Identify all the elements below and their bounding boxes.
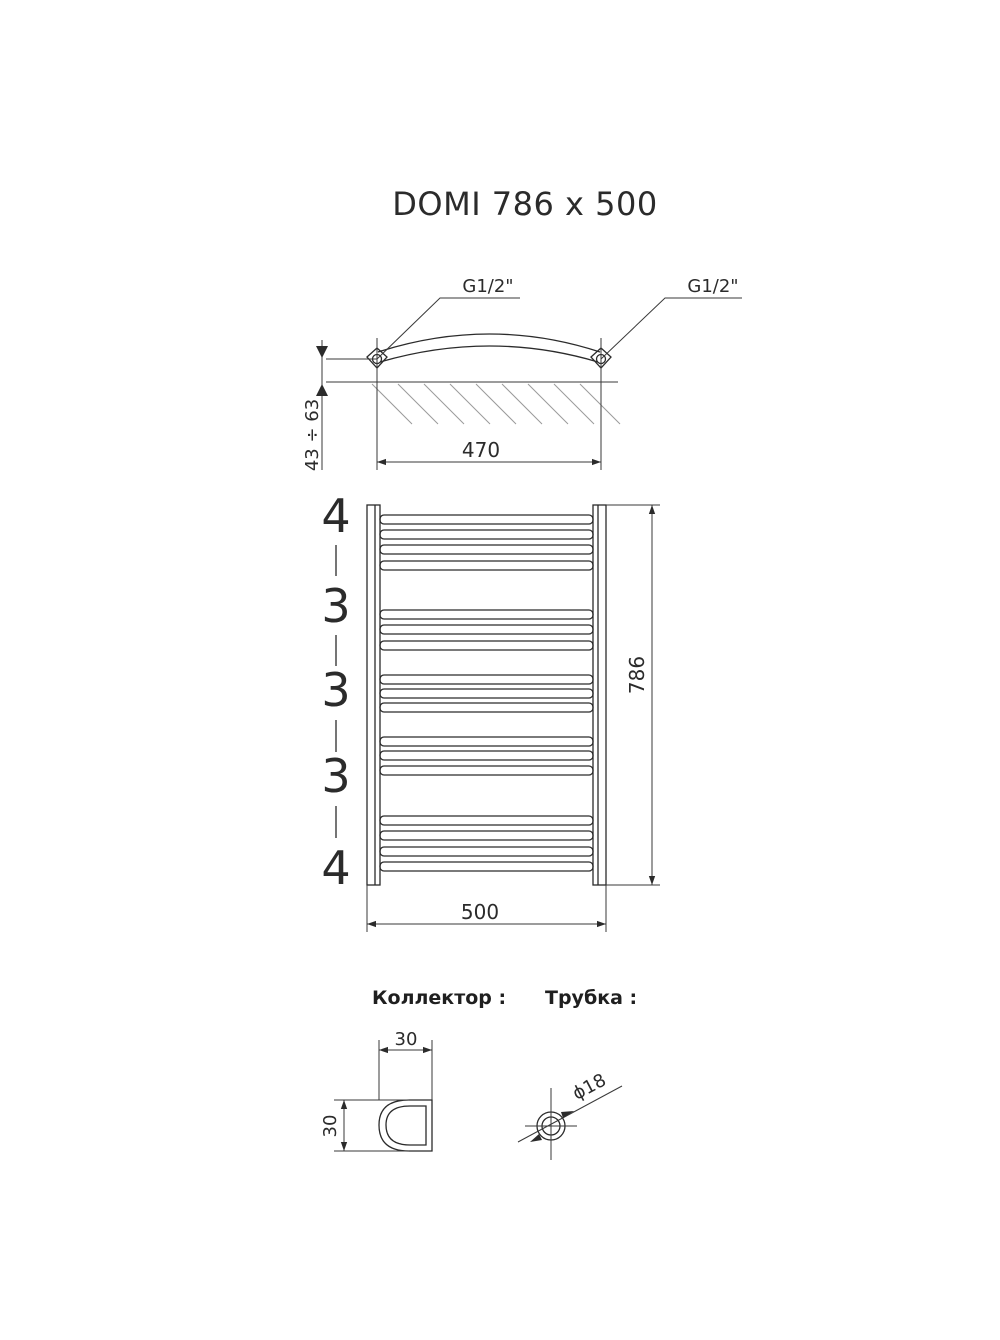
tube-label: Трубка :	[545, 987, 637, 1009]
collector-width-label: 30	[395, 1029, 418, 1050]
front-view: 4 3 3 3 4 786 500	[321, 489, 660, 932]
axis-distance-label: 470	[462, 438, 500, 462]
group-count-5: 4	[321, 841, 350, 895]
wall-distance-label: 43 ÷ 63	[302, 399, 323, 471]
hatch-line	[501, 383, 543, 425]
towel-rail	[379, 815, 594, 826]
towel-rail	[379, 544, 594, 555]
width-label: 500	[461, 900, 499, 924]
tube-diameter-label: ϕ18	[569, 1070, 610, 1105]
right-connection-label: G1/2"	[687, 276, 738, 297]
towel-rail	[379, 624, 594, 635]
towel-rails	[379, 514, 594, 872]
collector-label: Коллектор :	[372, 987, 506, 1009]
towel-rail	[379, 609, 594, 620]
right-collector	[592, 504, 607, 886]
left-collector	[366, 504, 381, 886]
towel-rail	[379, 736, 594, 747]
towel-rail	[379, 688, 594, 699]
hatch-line	[475, 383, 517, 425]
left-connection-label: G1/2"	[462, 276, 513, 297]
towel-rail	[379, 529, 594, 540]
group-labels: 4 3 3 3 4	[321, 489, 350, 895]
towel-rail	[379, 702, 594, 713]
towel-rail	[379, 514, 594, 525]
towel-rail	[379, 674, 594, 685]
tube-diameter-dimension	[517, 1085, 623, 1143]
group-count-4: 3	[321, 749, 350, 803]
collector-height-label: 30	[320, 1115, 341, 1138]
group-count-1: 4	[321, 489, 350, 543]
towel-rail	[379, 846, 594, 857]
height-label: 786	[625, 656, 649, 694]
towel-rail	[379, 560, 594, 571]
hatch-line	[423, 383, 465, 425]
hatch-line	[579, 383, 621, 425]
towel-rail	[379, 830, 594, 841]
collector-section: Коллектор : 30 30	[320, 987, 506, 1152]
towel-rail	[379, 640, 594, 651]
collector-profile-outer	[378, 1099, 433, 1152]
hatch-line	[527, 383, 569, 425]
wall-hatch	[371, 383, 621, 425]
collector-profile-inner	[385, 1105, 427, 1146]
drawing-title: DOMI 786 x 500	[392, 185, 657, 223]
top-bar-inner	[379, 345, 599, 363]
top-bar-outer	[377, 333, 601, 353]
hatch-line	[449, 383, 491, 425]
towel-rail	[379, 750, 594, 761]
tube-section: Трубка : ϕ18	[517, 987, 637, 1160]
hatch-line	[371, 383, 413, 425]
group-count-2: 3	[321, 579, 350, 633]
group-count-3: 3	[321, 663, 350, 717]
hatch-line	[553, 383, 595, 425]
left-leader-line	[376, 297, 520, 360]
towel-rail	[379, 861, 594, 872]
hatch-line	[397, 383, 439, 425]
top-view: G1/2" G1/2" 43 ÷ 63 470	[302, 276, 742, 471]
right-leader-line	[600, 297, 742, 360]
towel-rail	[379, 765, 594, 776]
